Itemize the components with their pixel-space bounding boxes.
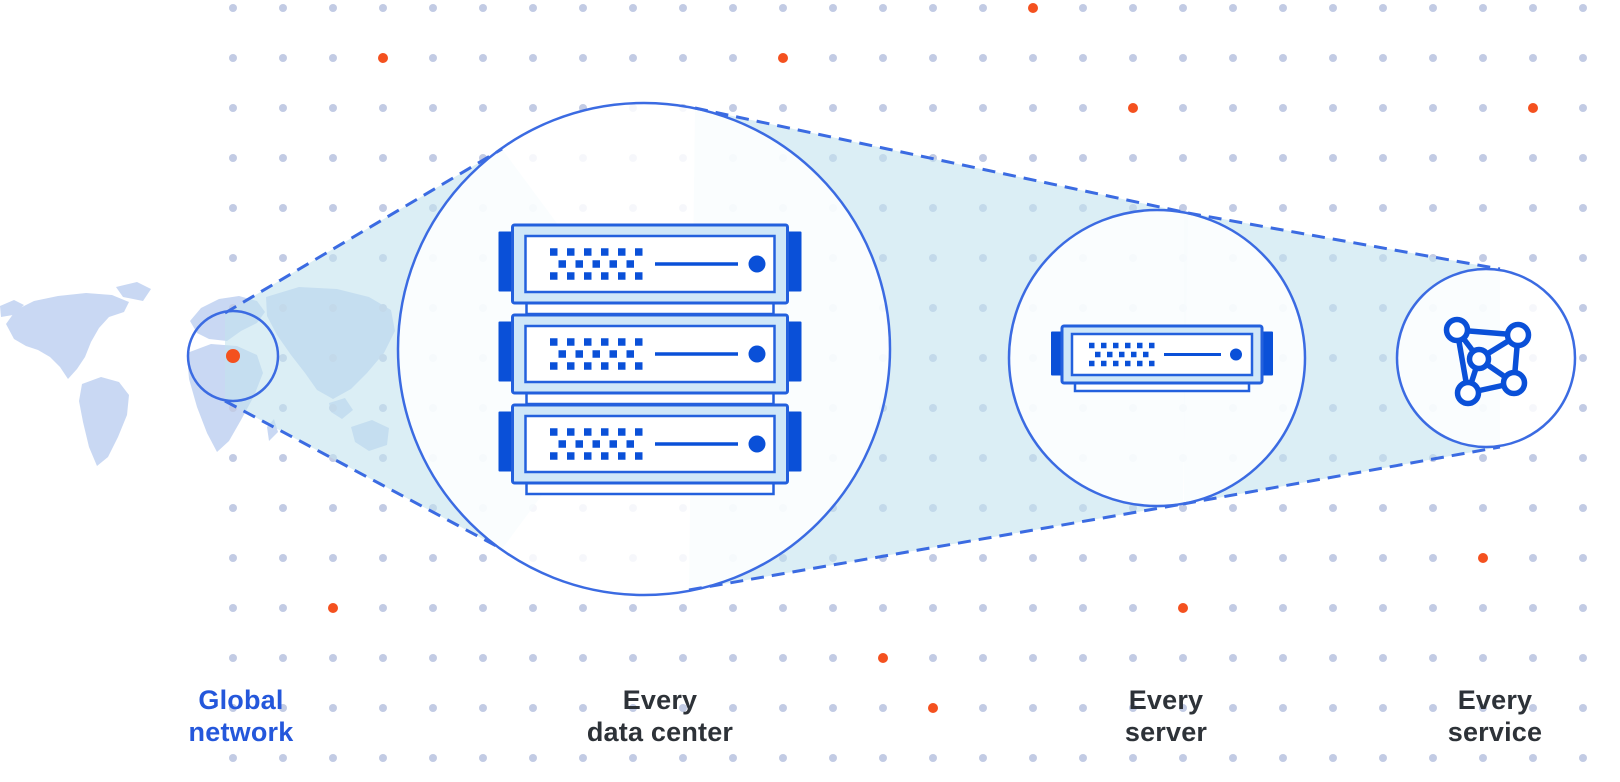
dashed-connectors bbox=[224, 106, 1501, 592]
label-every-server: Every server bbox=[1125, 684, 1207, 748]
service-circle bbox=[1395, 267, 1577, 449]
label-line: Global bbox=[198, 685, 284, 715]
label-line: Every bbox=[622, 685, 698, 715]
label-line: service bbox=[1447, 717, 1543, 747]
label-global-network: Global network bbox=[189, 684, 294, 748]
label-every-data-center: Every data center bbox=[587, 684, 733, 748]
location-marker-icon bbox=[226, 349, 240, 363]
label-line: Every bbox=[1457, 685, 1533, 715]
server-unit-icon bbox=[498, 223, 802, 316]
circle-outlines bbox=[186, 101, 1577, 597]
label-line: server bbox=[1124, 717, 1208, 747]
label-line: network bbox=[188, 717, 294, 747]
label-line: Every bbox=[1128, 685, 1204, 715]
server-rack-stack-icon bbox=[498, 223, 802, 496]
map-marker bbox=[226, 349, 240, 363]
label-every-service: Every service bbox=[1448, 684, 1543, 748]
server-unit-icon bbox=[498, 313, 802, 406]
server-unit-icon bbox=[1051, 324, 1273, 393]
label-line: data center bbox=[586, 717, 734, 747]
data-center-circle bbox=[396, 101, 892, 597]
global-network-circle bbox=[186, 309, 280, 403]
server-circle bbox=[1007, 208, 1307, 508]
server-unit-icon bbox=[498, 403, 802, 496]
network-mesh-icon bbox=[1443, 316, 1532, 407]
